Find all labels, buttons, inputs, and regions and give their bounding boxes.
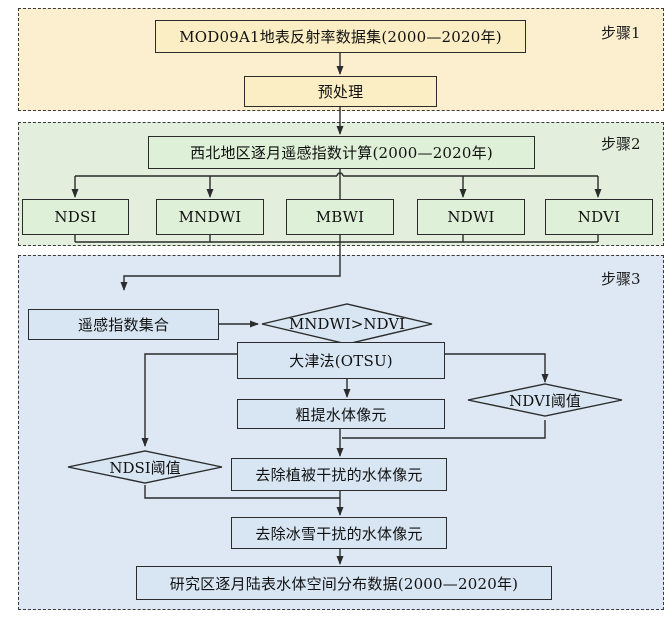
ndsi-box: NDSI bbox=[22, 199, 129, 235]
ndsi-threshold-label: NDSI阈值 bbox=[109, 458, 181, 477]
step2-label: 步骤2 bbox=[601, 135, 641, 153]
monthly-index-box: 西北地区逐月遥感指数计算(2000—2020年) bbox=[148, 136, 535, 169]
diamond-mndwi-ndvi bbox=[261, 303, 433, 345]
mndwi-box: MNDWI bbox=[156, 199, 264, 235]
step3-label: 步骤3 bbox=[601, 270, 641, 288]
rough-water-box: 粗提水体像元 bbox=[237, 399, 445, 429]
mndwi-gt-ndvi-label: MNDWI>NDVI bbox=[288, 315, 406, 333]
result-box: 研究区逐月陆表水体空间分布数据(2000—2020年) bbox=[136, 566, 552, 600]
ndvi-box: NDVI bbox=[545, 199, 653, 235]
remove-snow-box: 去除冰雪干扰的水体像元 bbox=[231, 517, 447, 549]
mod09a1-dataset-box: MOD09A1地表反射率数据集(2000—2020年) bbox=[155, 20, 526, 53]
mbwi-box: MBWI bbox=[286, 199, 394, 235]
preprocess-box: 预处理 bbox=[244, 76, 437, 107]
index-set-box: 遥感指数集合 bbox=[28, 309, 219, 340]
remove-vegetation-box: 去除植被干扰的水体像元 bbox=[231, 458, 447, 491]
diamond-ndvi-threshold bbox=[467, 383, 623, 417]
ndwi-box: NDWI bbox=[417, 199, 525, 235]
diamond-ndsi-threshold bbox=[67, 450, 223, 484]
otsu-box: 大津法(OTSU) bbox=[237, 342, 445, 379]
step1-label: 步骤1 bbox=[601, 24, 641, 42]
ndvi-threshold-label: NDVI阈值 bbox=[509, 391, 581, 410]
